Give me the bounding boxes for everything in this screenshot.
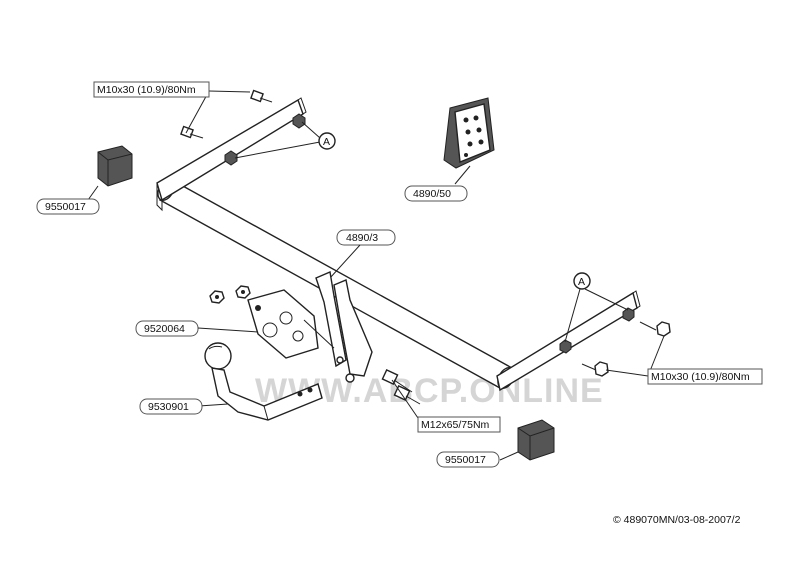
callout-a-right-label: A: [578, 276, 585, 288]
part-9520064-label: 9520064: [144, 323, 185, 335]
part-4890-50-label: 4890/50: [413, 188, 451, 200]
bolts-right: [559, 307, 671, 377]
part-9530901-group: 9530901: [139, 398, 203, 415]
callout-a-top-label: A: [323, 136, 330, 148]
ball-mount-nuts: [209, 285, 251, 304]
center-bracket-label-group: 4890/3: [329, 229, 396, 279]
copyright-text: © 489070MN/03-08-2007/2: [613, 514, 741, 526]
tow-ball: [198, 342, 323, 421]
left-mounting-plate: [156, 97, 307, 212]
bolt-right-spec: M10x30 (10.9)/80Nm: [651, 371, 750, 383]
callout-a-top: A: [234, 121, 336, 159]
part-9530901-label: 9530901: [148, 401, 189, 413]
part-9550017-left-label: 9550017: [45, 201, 86, 213]
part-9520064-group: 9520064: [135, 320, 259, 337]
bolt-top-label-group: M10x30 (10.9)/80Nm: [93, 81, 251, 134]
bolt-center-label-group: M12x65/75Nm: [417, 416, 501, 433]
rubber-buffer-right: 9550017: [436, 419, 555, 468]
part-9550017-right-label: 9550017: [445, 454, 486, 466]
rubber-buffer-left: 9550017: [36, 145, 133, 215]
bolt-right-label-group: M10x30 (10.9)/80Nm: [605, 335, 763, 385]
bolts-center: [381, 369, 421, 419]
callout-a-right: A: [564, 272, 629, 343]
part-4890-3-label: 4890/3: [346, 232, 378, 244]
nuts-left-plate: [224, 113, 306, 166]
bolt-center-spec: M12x65/75Nm: [421, 419, 490, 431]
center-brackets: [315, 271, 373, 383]
ball-mount-plate: [247, 289, 335, 359]
hardware-pack: 4890/50: [404, 97, 495, 202]
bolt-top-spec: M10x30 (10.9)/80Nm: [97, 84, 196, 96]
